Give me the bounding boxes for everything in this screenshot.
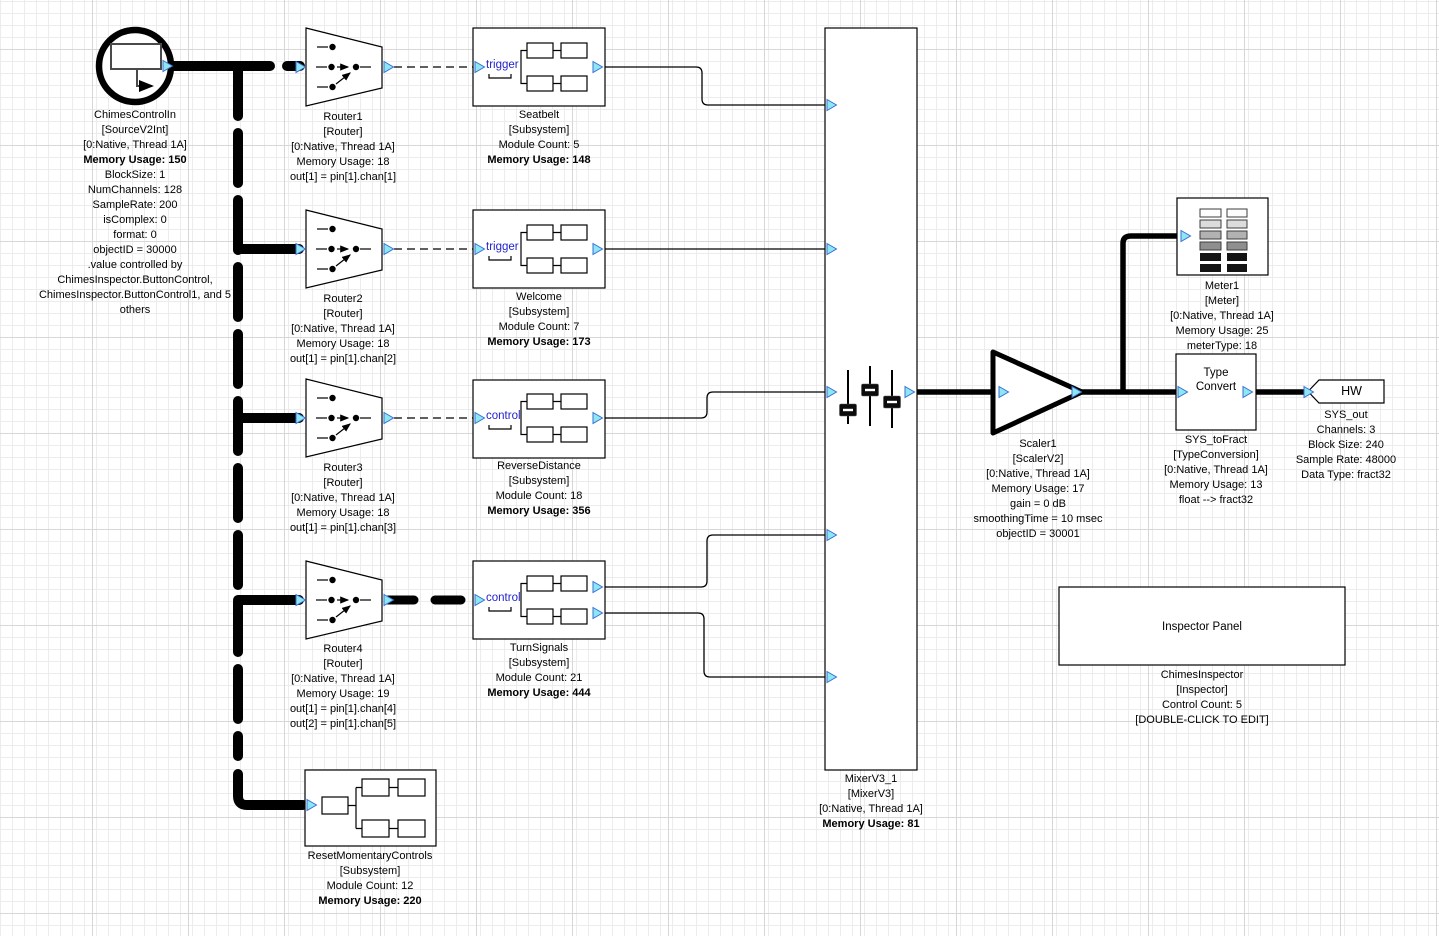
router1-caption: Router1 [Router] [0:Native, Thread 1A] M… xyxy=(289,111,397,183)
wire-reversedistance-mixer[interactable] xyxy=(603,391,826,419)
router3-block[interactable] xyxy=(305,378,383,458)
reversedistance-block[interactable] xyxy=(472,379,606,459)
inspector-inner-label: Inspector Panel xyxy=(1162,621,1242,633)
hw-output-block[interactable] xyxy=(1307,379,1385,404)
seatbelt-port-label: trigger xyxy=(486,59,519,71)
control-bus-wires[interactable] xyxy=(157,61,475,810)
inspector-caption: ChimesInspector [Inspector] Control Coun… xyxy=(1135,669,1269,726)
wire-branch-reset[interactable] xyxy=(233,769,308,810)
reversedistance-caption: ReverseDistance [Subsystem] Module Count… xyxy=(487,460,591,517)
wire-turnsignals1-mixer[interactable] xyxy=(603,534,826,588)
router2-block[interactable] xyxy=(305,209,383,289)
subsystem-icon xyxy=(488,575,588,625)
meter-bars-icon xyxy=(1199,208,1248,272)
scaler-block[interactable] xyxy=(990,349,1085,436)
audio-wires-thin[interactable] xyxy=(603,66,826,678)
wire-seatbelt-mixer[interactable] xyxy=(603,66,826,106)
wire-turnsignals2-mixer[interactable] xyxy=(603,612,826,678)
reversedistance-port-label: control xyxy=(486,410,521,422)
mixer-faders-icon xyxy=(839,366,901,428)
subsystem-icon xyxy=(488,393,588,443)
mixer-block[interactable] xyxy=(824,27,918,771)
turnsignals-caption: TurnSignals [Subsystem] Module Count: 21… xyxy=(487,642,591,699)
sysout-caption: SYS_out Channels: 3 Block Size: 240 Samp… xyxy=(1295,409,1397,481)
pin-router2-out[interactable] xyxy=(383,243,394,255)
welcome-caption: Welcome [Subsystem] Module Count: 7 Memo… xyxy=(487,291,591,348)
resetmomentarycontrols-caption: ResetMomentaryControls [Subsystem] Modul… xyxy=(307,850,433,907)
seatbelt-block[interactable] xyxy=(472,27,606,107)
control-wires-thin[interactable] xyxy=(394,66,473,419)
turnsignals-port-label: control xyxy=(486,592,521,604)
resetmomentarycontrols-block[interactable] xyxy=(304,769,437,847)
hw-inner-label: HW xyxy=(1341,384,1362,398)
pin-router3-out[interactable] xyxy=(383,412,394,424)
router-icon xyxy=(316,43,371,91)
router4-block[interactable] xyxy=(305,560,383,640)
router-icon xyxy=(316,225,371,273)
router2-caption: Router2 [Router] [0:Native, Thread 1A] M… xyxy=(289,293,397,365)
turnsignals-block[interactable] xyxy=(472,560,606,640)
wire-scaler-meter[interactable] xyxy=(1120,233,1180,392)
router-icon xyxy=(316,394,371,442)
seatbelt-caption: Seatbelt [Subsystem] Module Count: 5 Mem… xyxy=(487,109,591,166)
welcome-block[interactable] xyxy=(472,209,606,289)
typeconvert-inner-label: Type Convert xyxy=(1195,367,1237,393)
router-icon xyxy=(316,576,371,624)
inspector-panel-block[interactable] xyxy=(1058,586,1346,666)
chimescontrolin-caption: ChimesControlIn [SourceV2Int] [0:Native,… xyxy=(38,109,231,316)
meter-caption: Meter1 [Meter] [0:Native, Thread 1A] Mem… xyxy=(1170,280,1274,352)
router3-caption: Router3 [Router] [0:Native, Thread 1A] M… xyxy=(289,462,397,534)
router1-block[interactable] xyxy=(305,27,383,107)
source-icon xyxy=(110,43,162,92)
mixer-caption: MixerV3_1 [MixerV3] [0:Native, Thread 1A… xyxy=(819,773,923,830)
pin-router1-out[interactable] xyxy=(383,61,394,73)
typeconvert-caption: SYS_toFract [TypeConversion] [0:Native, … xyxy=(1164,434,1268,506)
scaler-caption: Scaler1 [ScalerV2] [0:Native, Thread 1A]… xyxy=(973,438,1103,540)
router4-caption: Router4 [Router] [0:Native, Thread 1A] M… xyxy=(289,643,397,730)
audio-wires-thick[interactable] xyxy=(915,233,1308,395)
subsystem-icon xyxy=(488,224,588,274)
subsystem-icon xyxy=(488,42,588,92)
subsystem-tree-icon xyxy=(321,778,426,838)
chimescontrolin-block[interactable] xyxy=(95,26,175,106)
meter-block[interactable] xyxy=(1176,197,1269,276)
welcome-port-label: trigger xyxy=(486,241,519,253)
